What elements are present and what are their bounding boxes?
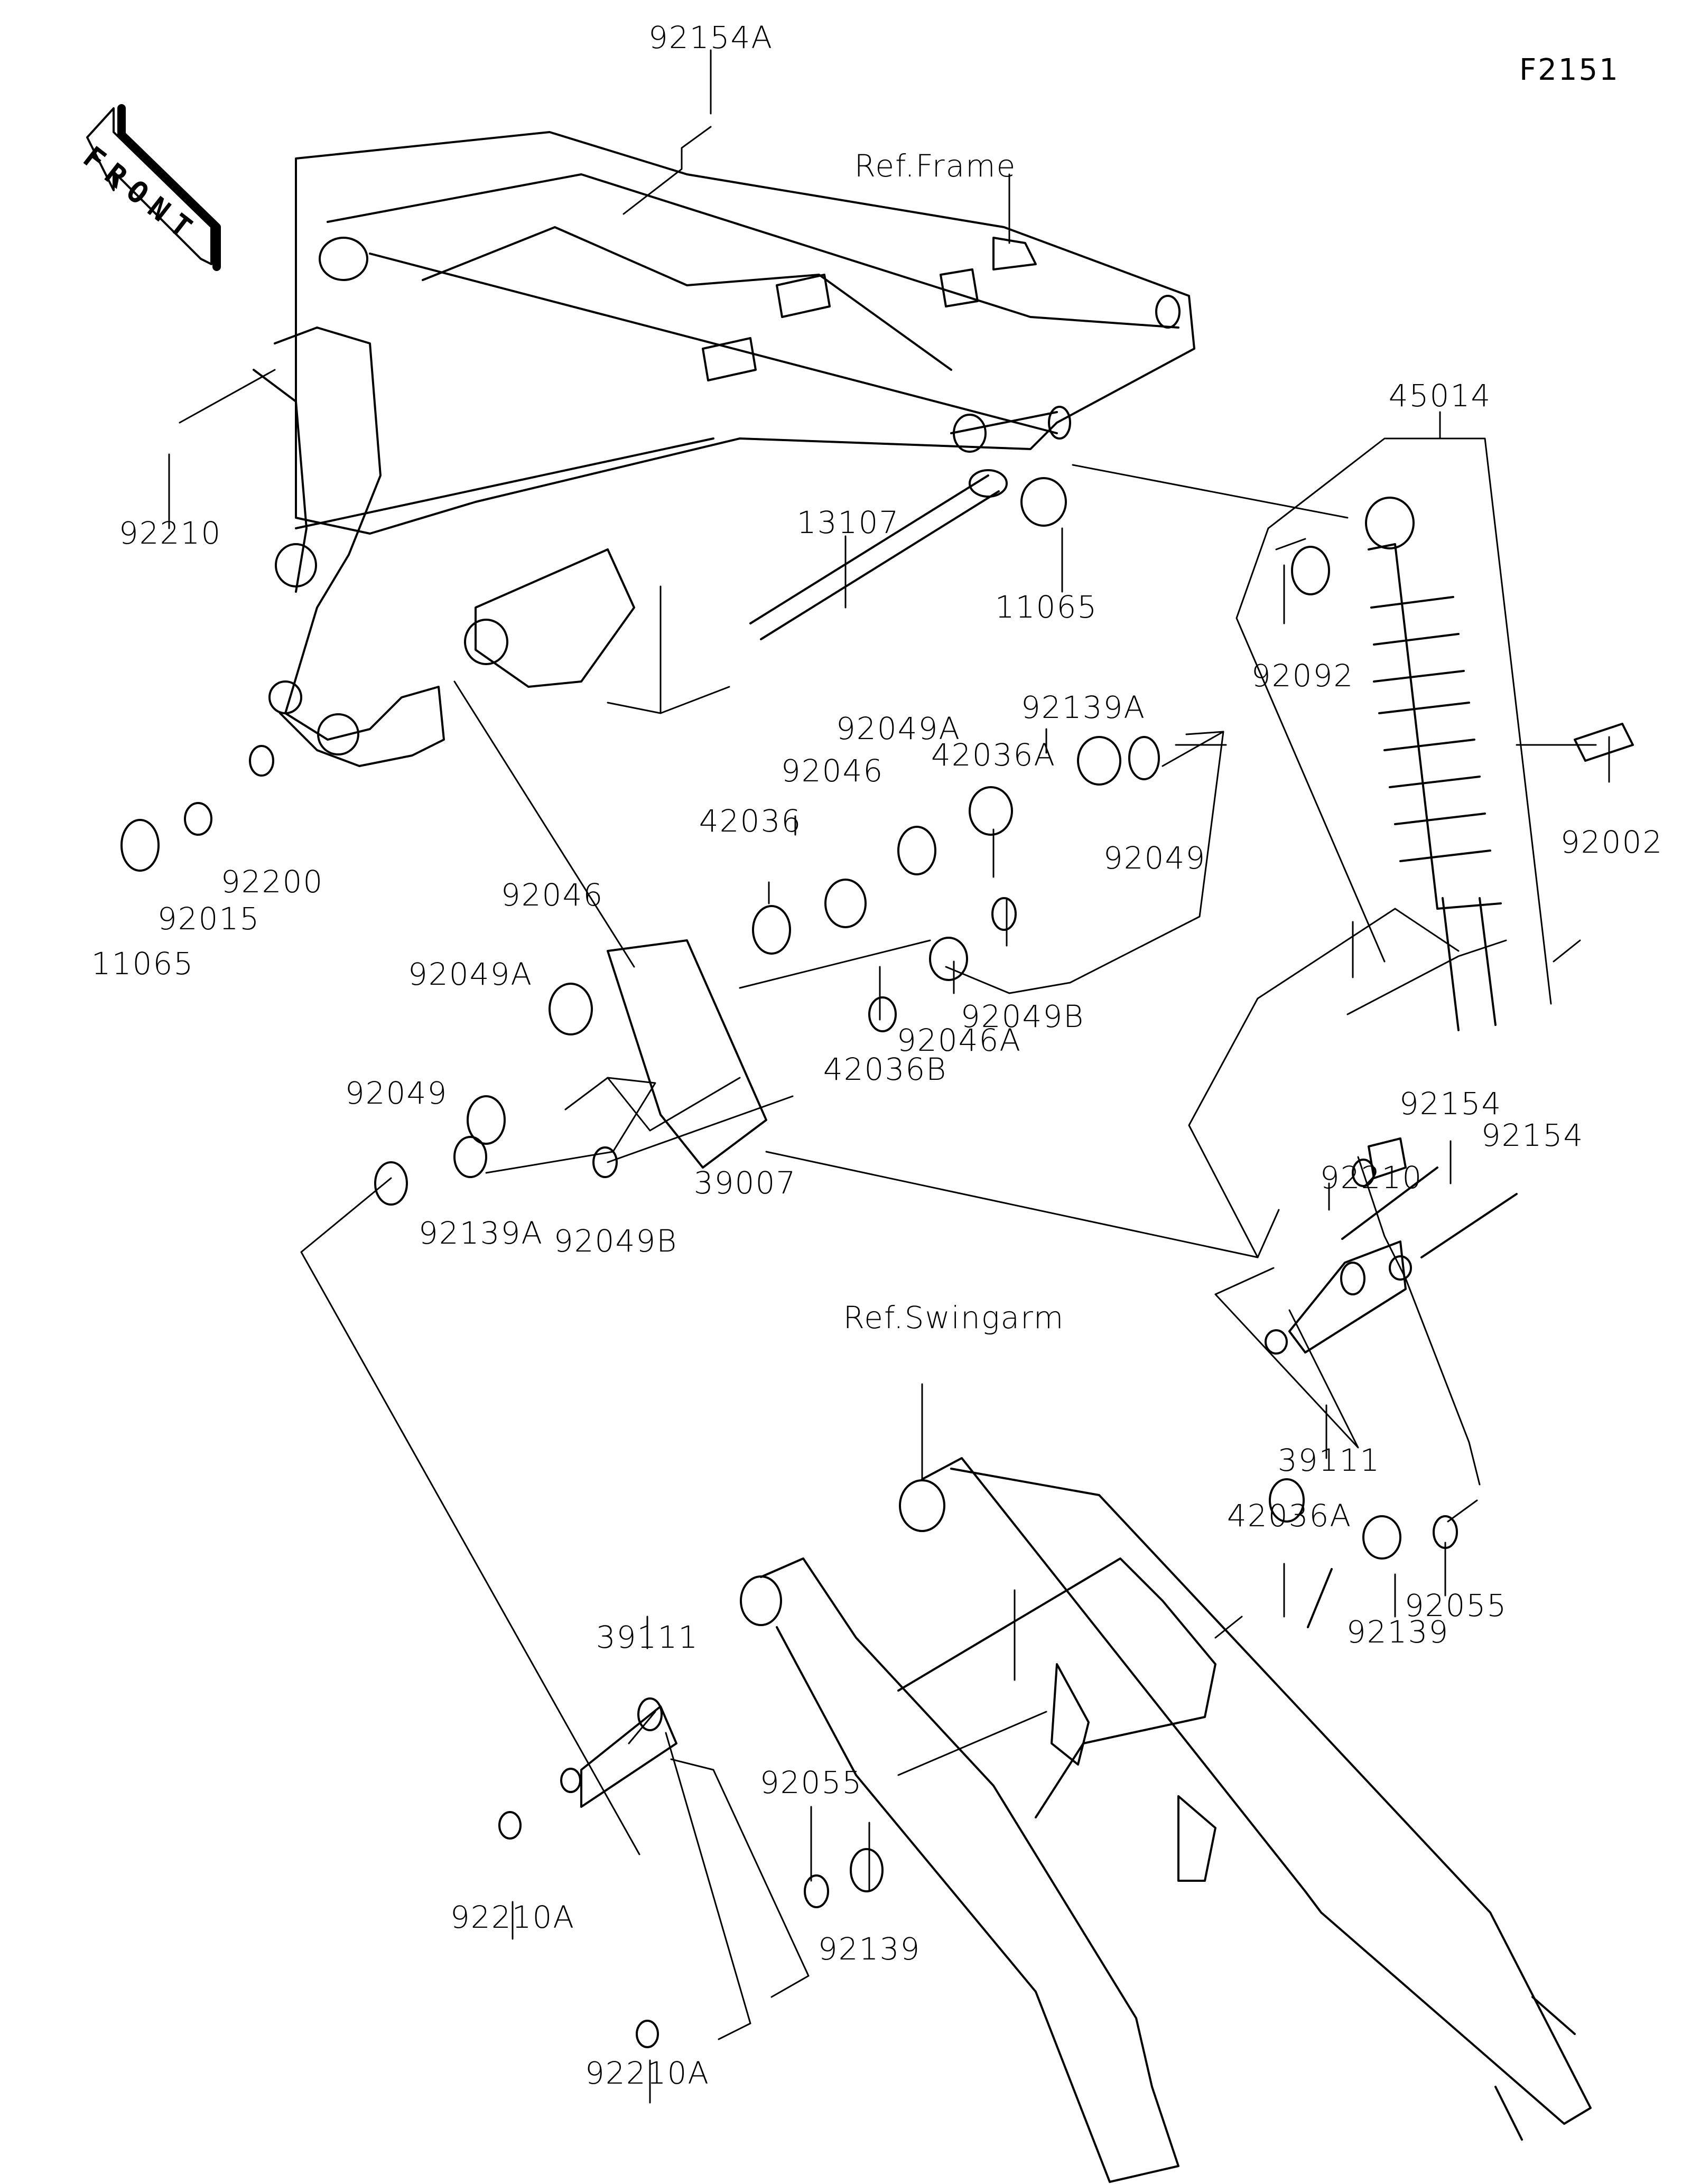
- part-39111-right[interactable]: 39111: [1277, 1442, 1381, 1478]
- part-92139-right[interactable]: 92139: [1346, 1614, 1450, 1650]
- part-92154A[interactable]: 92154A: [648, 20, 774, 55]
- part-92154-a[interactable]: 92154: [1399, 1086, 1502, 1122]
- part-11065-cap[interactable]: 11065: [91, 946, 194, 982]
- part-42036B[interactable]: 42036B: [823, 1051, 947, 1087]
- part-92200[interactable]: 92200: [220, 864, 324, 900]
- leader-lines: [168, 49, 1610, 2104]
- small-parts: [120, 469, 1518, 2048]
- part-92046-left[interactable]: 92046: [500, 877, 604, 913]
- part-11065[interactable]: 11065: [995, 589, 1098, 625]
- front-arrow: [86, 104, 221, 271]
- part-92092[interactable]: 92092: [1251, 658, 1354, 694]
- part-92139A[interactable]: 92139A: [1020, 689, 1146, 725]
- part-42036A-bottom[interactable]: 42036A: [1227, 1498, 1352, 1534]
- part-92055-right[interactable]: 92055: [1404, 1588, 1508, 1623]
- part-92046A[interactable]: 92046A: [896, 1022, 1022, 1058]
- part-39007[interactable]: 39007: [693, 1165, 797, 1201]
- part-13107[interactable]: 13107: [796, 505, 900, 540]
- part-42036A[interactable]: 42036A: [931, 737, 1056, 773]
- part-92210A-a[interactable]: 92210A: [450, 1899, 575, 1935]
- frame-illustration: [253, 131, 1195, 767]
- part-92210[interactable]: 92210: [118, 515, 222, 551]
- part-42036[interactable]: 42036: [699, 803, 802, 839]
- part-92049B[interactable]: 92049B: [960, 998, 1085, 1034]
- part-92139A-bottom[interactable]: 92139A: [418, 1215, 544, 1251]
- part-92049-left[interactable]: 92049: [345, 1075, 448, 1111]
- part-92049A-left[interactable]: 92049A: [407, 956, 533, 992]
- shock-absorber-illustration: [1291, 497, 1634, 1031]
- part-92002[interactable]: 92002: [1560, 824, 1664, 860]
- part-92015[interactable]: 92015: [157, 901, 261, 937]
- part-92210-right[interactable]: 92210: [1320, 1160, 1423, 1196]
- part-92154-b[interactable]: 92154: [1481, 1117, 1584, 1153]
- part-92046[interactable]: 92046: [781, 753, 884, 789]
- ref-swingarm-label: Ref.Swingarm: [843, 1300, 1065, 1336]
- swingarm-illustration: [740, 1457, 1592, 2183]
- part-92049A[interactable]: 92049A: [835, 711, 961, 746]
- part-92049B-bottom[interactable]: 92049B: [553, 1223, 678, 1259]
- diagram-code: F2151: [1519, 53, 1620, 87]
- ref-frame-label: Ref.Frame: [854, 148, 1017, 184]
- part-39111-left[interactable]: 39111: [596, 1619, 699, 1655]
- part-92139-left[interactable]: 92139: [817, 1931, 921, 1967]
- part-92055-left[interactable]: 92055: [759, 1765, 863, 1800]
- part-92210A-b[interactable]: 92210A: [584, 2055, 710, 2091]
- part-45014[interactable]: 45014: [1388, 378, 1492, 414]
- part-92049[interactable]: 92049: [1103, 840, 1206, 876]
